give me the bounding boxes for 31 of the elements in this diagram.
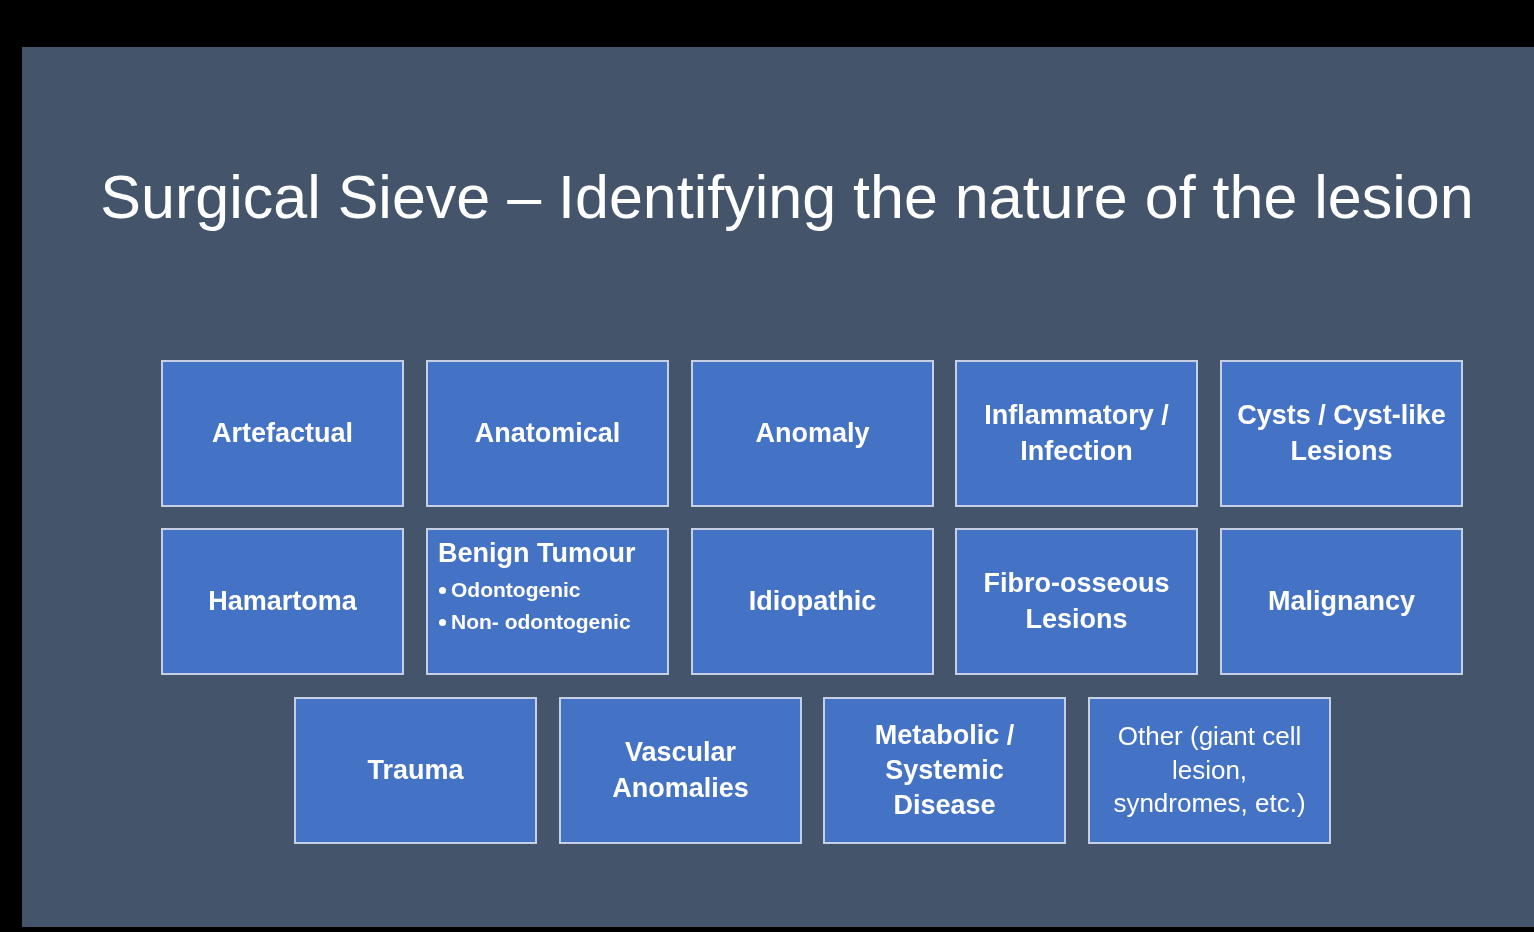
box-label: Idiopathic xyxy=(748,584,877,618)
box-label: Artefactual xyxy=(211,416,353,450)
box-label: Malignancy xyxy=(1267,584,1415,618)
box-label: Anomaly xyxy=(755,416,870,450)
category-box xyxy=(955,360,1198,507)
category-box xyxy=(559,697,802,844)
box-label: Anatomical xyxy=(474,416,621,450)
box-label: Inflammatory / Infection xyxy=(983,399,1170,468)
category-box xyxy=(823,697,1066,844)
bullet-item: Non- odontogenic xyxy=(451,609,631,636)
box-label: Fibro-osseous Lesions xyxy=(982,567,1171,636)
box-label: Trauma xyxy=(367,753,464,787)
category-box xyxy=(161,528,404,675)
box-label: Metabolic / Systemic Disease xyxy=(873,718,1016,823)
box-heading: Benign Tumour xyxy=(438,537,636,570)
category-box xyxy=(955,528,1198,675)
category-box xyxy=(1088,697,1331,844)
category-box xyxy=(426,360,669,507)
box-label: Other (giant cell lesion, syndromes, etc.) xyxy=(1112,719,1307,821)
category-box xyxy=(691,528,934,675)
bullet-item: Odontogenic xyxy=(451,577,581,604)
category-box xyxy=(691,360,934,507)
category-box xyxy=(1220,360,1463,507)
slide-title: Surgical Sieve – Identifying the nature of the lesion xyxy=(99,162,1475,233)
category-box xyxy=(161,360,404,507)
box-label: Hamartoma xyxy=(208,584,357,618)
box-label: Cysts / Cyst-like Lesions xyxy=(1236,399,1447,468)
category-box xyxy=(294,697,537,844)
category-box xyxy=(426,528,669,675)
box-label: Vascular Anomalies xyxy=(611,736,750,805)
category-box xyxy=(1220,528,1463,675)
